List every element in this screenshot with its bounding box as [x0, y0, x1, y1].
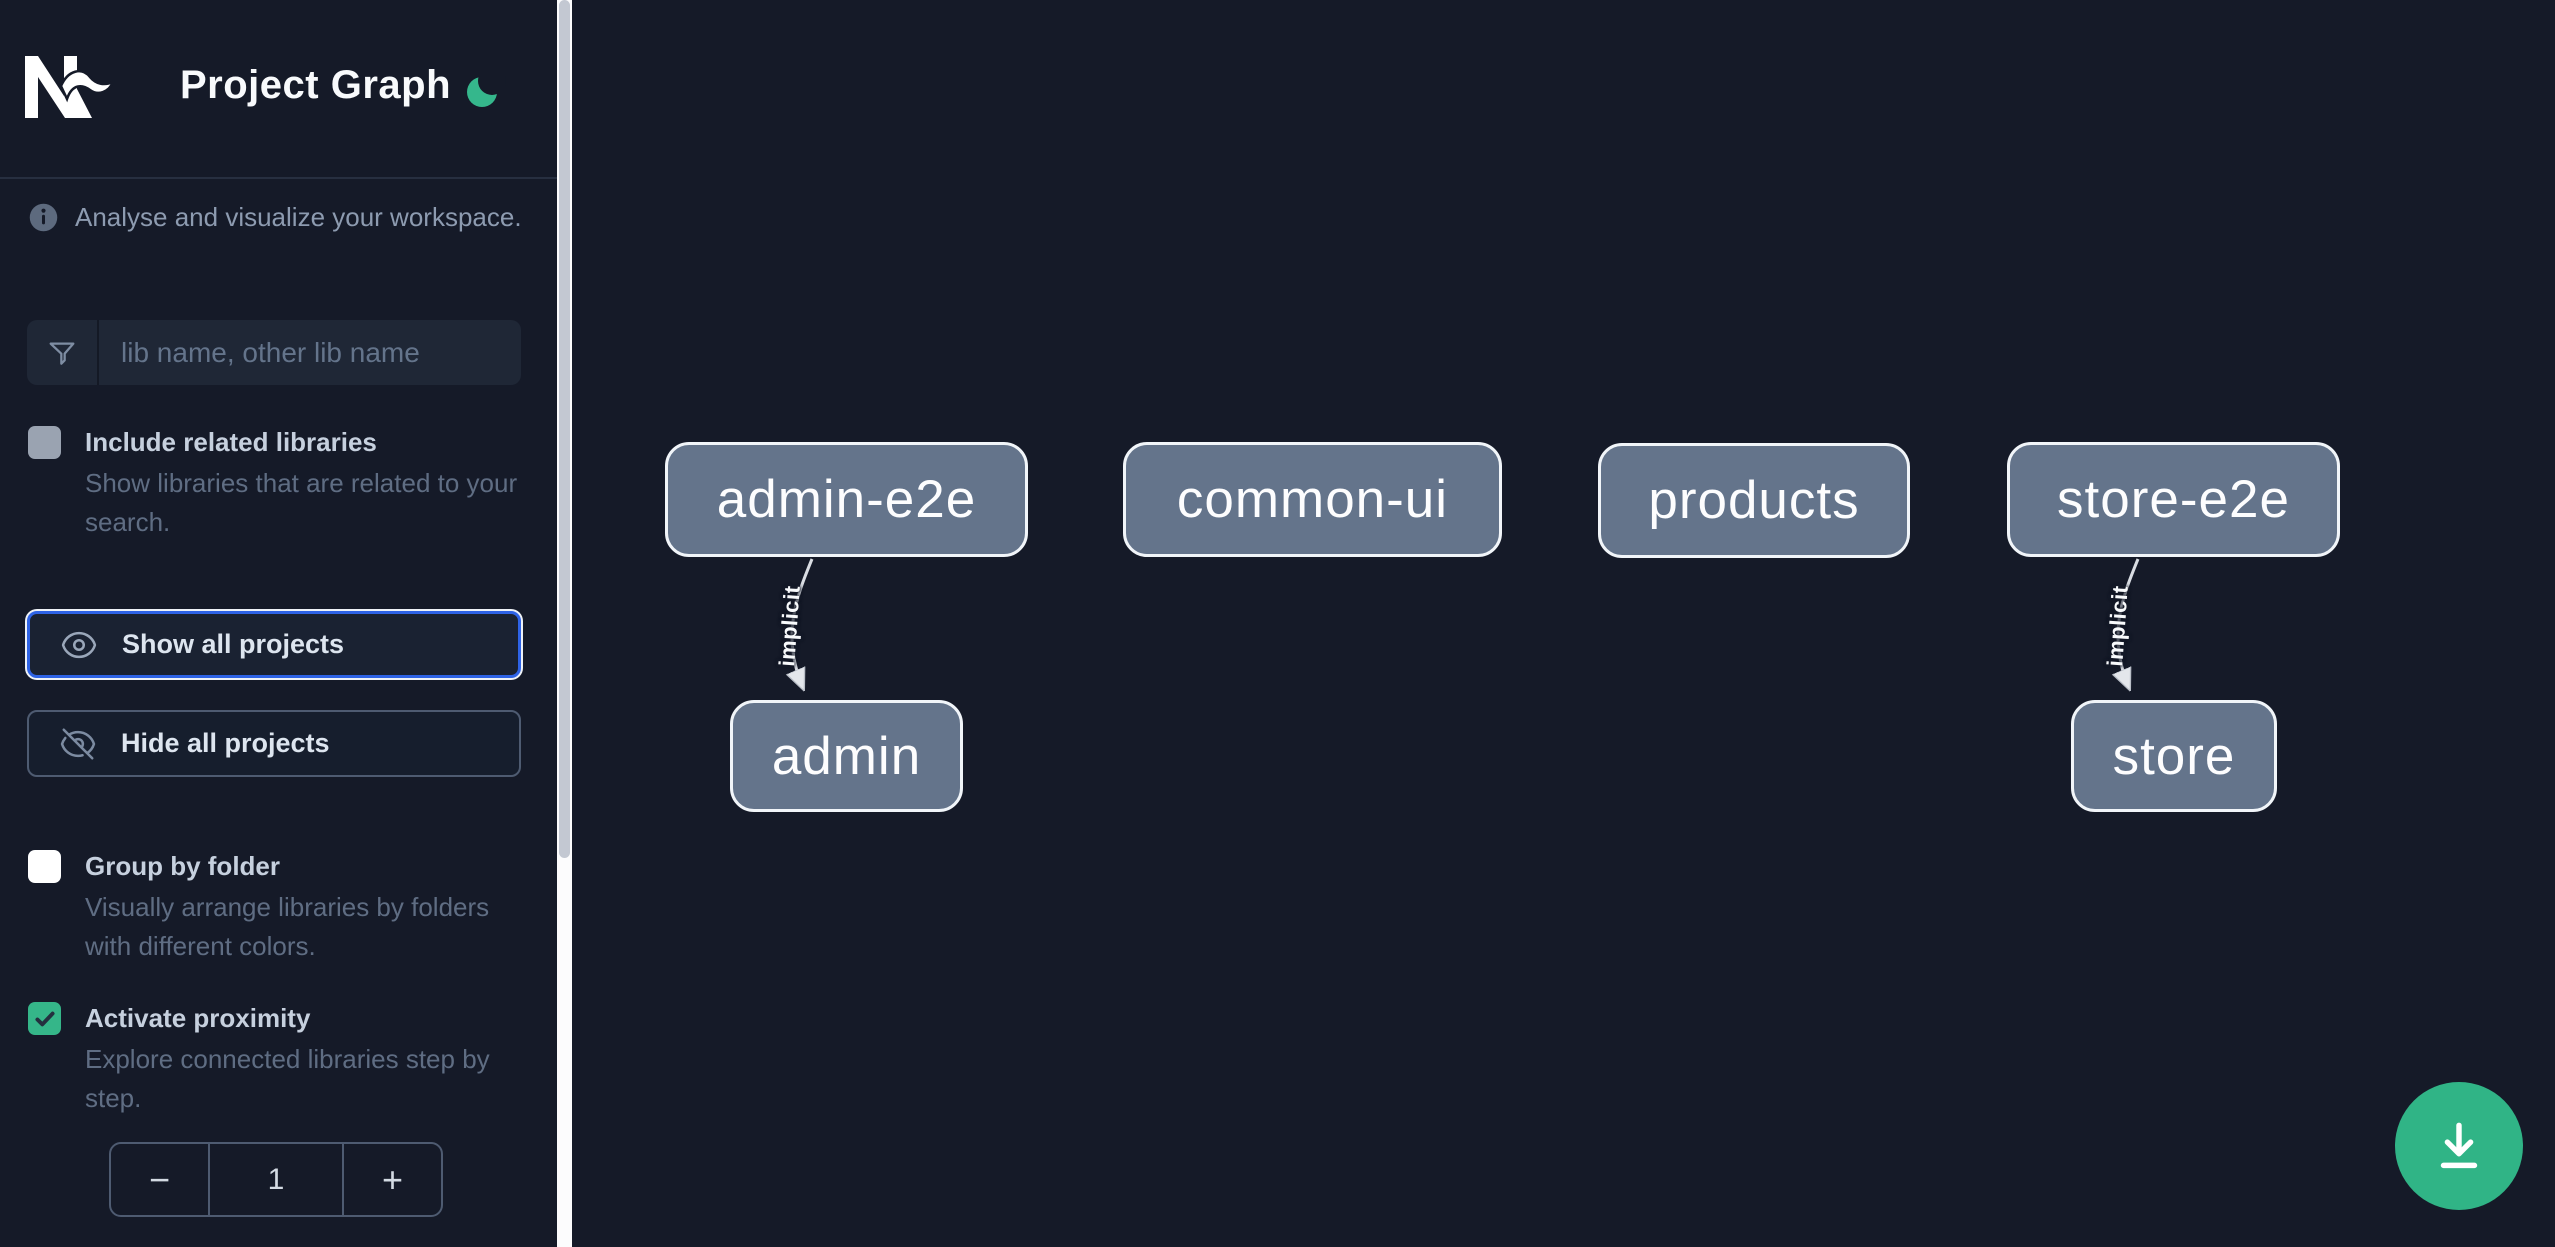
sidebar-scrollbar-track: [557, 0, 572, 1247]
activate-proximity-checkbox[interactable]: [28, 1002, 61, 1035]
show-all-projects-label: Show all projects: [122, 629, 345, 659]
info-icon: [29, 203, 58, 232]
include-related-checkbox[interactable]: [28, 426, 61, 459]
download-icon: [2440, 1122, 2478, 1169]
eye-icon: [61, 631, 97, 658]
group-by-folder-checkbox[interactable]: [28, 850, 61, 883]
proximity-depth-stepper: − 1 +: [109, 1142, 443, 1217]
decrease-depth-button[interactable]: −: [111, 1144, 208, 1215]
sidebar: Project Graph Analyse and visualize your…: [0, 0, 557, 1247]
graph-node-products[interactable]: products: [1598, 443, 1910, 558]
option-group-by-folder: Group by folder Visually arrange librari…: [28, 848, 533, 966]
theme-toggle-button[interactable]: [464, 67, 506, 110]
hide-all-projects-button[interactable]: Hide all projects: [27, 710, 521, 777]
option-activate-proximity: Activate proximity Explore connected lib…: [28, 1000, 533, 1118]
show-all-projects-button[interactable]: Show all projects: [27, 611, 521, 678]
depth-value[interactable]: 1: [208, 1144, 344, 1215]
option-title: Include related libraries: [85, 427, 377, 457]
option-title: Activate proximity: [85, 1003, 311, 1033]
page-title: Project Graph: [180, 63, 452, 107]
option-include-related: Include related libraries Show libraries…: [28, 424, 533, 542]
download-graph-button[interactable]: [2395, 1082, 2523, 1210]
option-description: Visually arrange libraries by folders wi…: [85, 892, 490, 961]
sidebar-scrollbar-thumb[interactable]: [559, 0, 570, 858]
node-label: admin-e2e: [716, 470, 977, 529]
node-label: admin: [771, 726, 922, 786]
graph-node-admin[interactable]: admin: [730, 700, 963, 812]
hide-all-projects-label: Hide all projects: [121, 728, 330, 758]
info-text: Analyse and visualize your workspace.: [75, 202, 522, 232]
moon-icon: [467, 67, 506, 107]
info-banner: Analyse and visualize your workspace.: [27, 200, 532, 234]
node-label: products: [1648, 471, 1860, 530]
graph-node-admin-e2e[interactable]: admin-e2e: [665, 442, 1028, 557]
check-icon: [34, 1011, 55, 1026]
node-label: store: [2112, 726, 2236, 786]
search-input[interactable]: [99, 320, 521, 385]
node-label: store-e2e: [2057, 470, 2290, 529]
header-divider: [0, 177, 557, 179]
node-label: common-ui: [1176, 470, 1449, 529]
search-box: [27, 320, 521, 385]
graph-node-common-ui[interactable]: common-ui: [1123, 442, 1502, 557]
increase-depth-button[interactable]: +: [344, 1144, 441, 1215]
graph-node-store[interactable]: store: [2071, 700, 2277, 812]
nx-logo: [25, 56, 115, 118]
project-graph-canvas[interactable]: [572, 0, 2555, 1247]
option-description: Explore connected libraries step by step…: [85, 1044, 490, 1113]
option-title: Group by folder: [85, 851, 280, 881]
option-description: Show libraries that are related to your …: [85, 468, 518, 537]
graph-node-store-e2e[interactable]: store-e2e: [2007, 442, 2340, 557]
funnel-icon: [27, 320, 99, 385]
eye-off-icon: [60, 727, 96, 760]
